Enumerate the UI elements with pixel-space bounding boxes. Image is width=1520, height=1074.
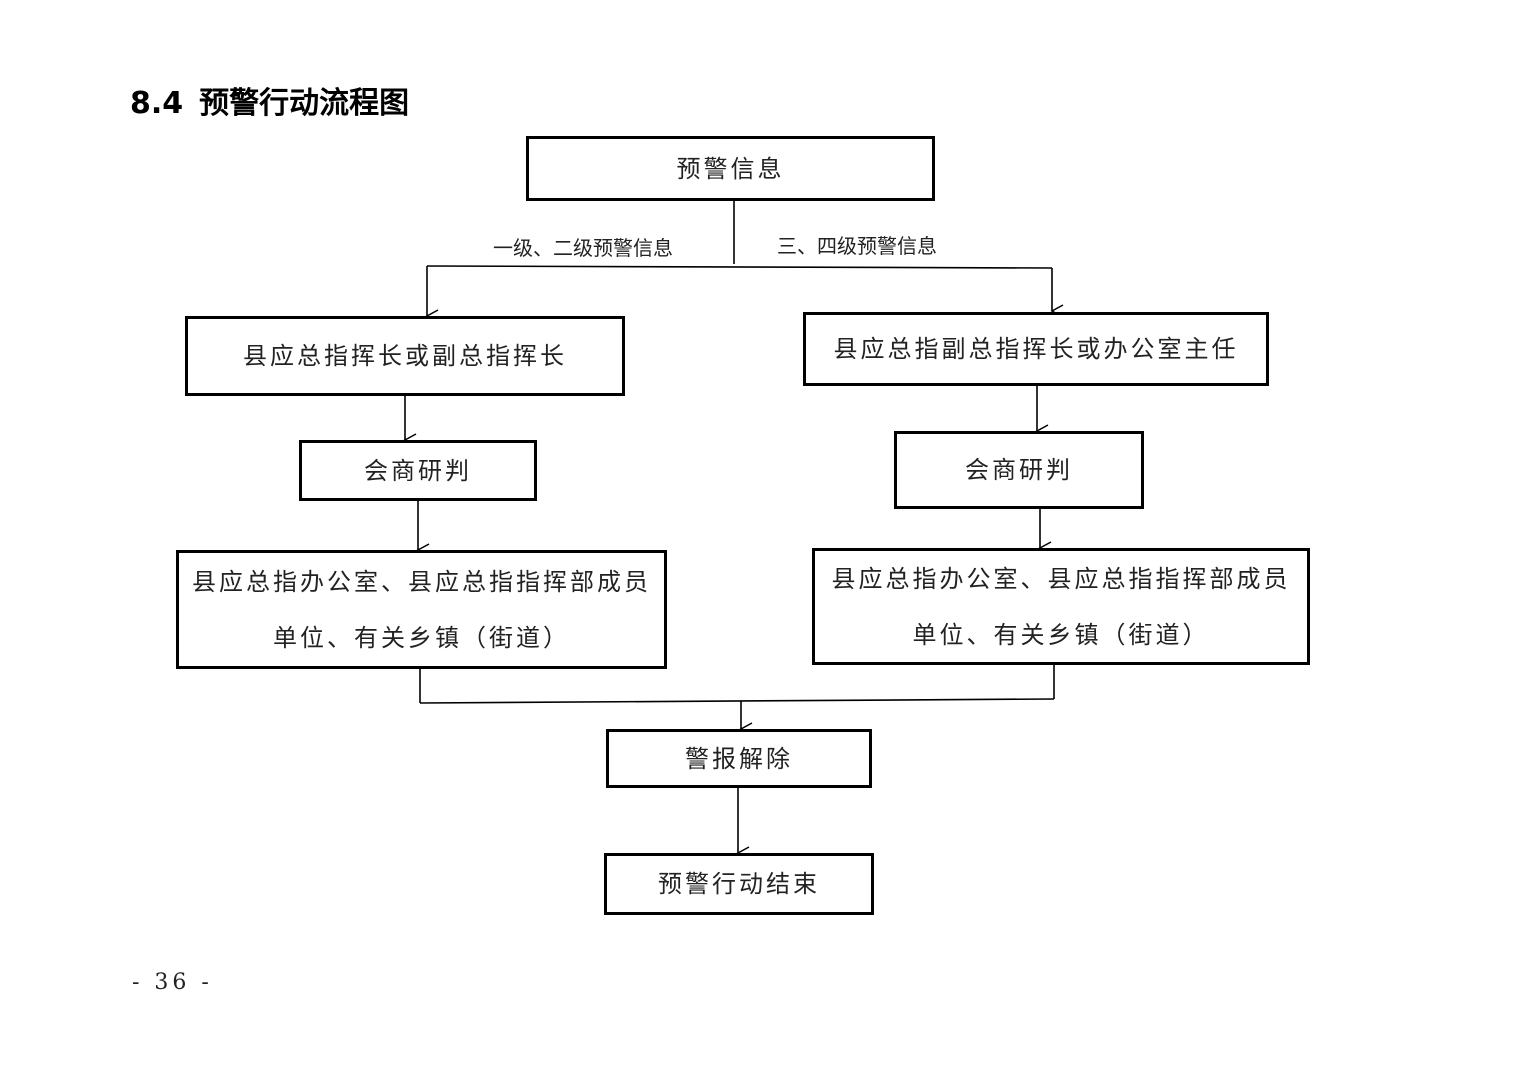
node-right-consult: 会商研判 — [894, 431, 1144, 509]
section-title-text: 预警行动流程图 — [199, 86, 410, 121]
node-left-consult: 会商研判 — [299, 440, 537, 501]
node-warning-info-label: 预警信息 — [676, 154, 785, 183]
edge-label-left-branch: 一级、二级预警信息 — [493, 236, 673, 260]
node-left-commander: 县应总指挥长或副总指挥长 — [185, 316, 625, 396]
node-alarm-release-label: 警报解除 — [685, 744, 793, 773]
section-number: 8.4 — [130, 86, 184, 121]
node-right-units-line1: 县应总指办公室、县应总指指挥部成员 — [831, 564, 1291, 593]
node-right-consult-label: 会商研判 — [965, 456, 1073, 484]
node-right-commander-label: 县应总指副总指挥长或办公室主任 — [833, 335, 1239, 363]
edge-label-right-branch: 三、四级预警信息 — [777, 234, 937, 258]
node-warning-info: 预警信息 — [526, 136, 935, 201]
node-left-units: 县应总指办公室、县应总指指挥部成员 单位、有关乡镇（街道） — [176, 550, 667, 669]
node-right-units: 县应总指办公室、县应总指指挥部成员 单位、有关乡镇（街道） — [812, 548, 1310, 665]
node-right-units-line2: 单位、有关乡镇（街道） — [912, 620, 1210, 649]
edge-merge — [419, 698, 1055, 704]
node-left-consult-label: 会商研判 — [364, 456, 472, 485]
node-left-units-line2: 单位、有关乡镇（街道） — [273, 623, 570, 652]
node-right-commander: 县应总指副总指挥长或办公室主任 — [803, 312, 1269, 386]
page-number: - 36 - — [132, 970, 213, 995]
node-left-commander-label: 县应总指挥长或副总指挥长 — [243, 342, 567, 370]
node-alarm-release: 警报解除 — [606, 729, 872, 788]
node-left-units-line1: 县应总指办公室、县应总指指挥部成员 — [192, 567, 651, 596]
node-action-end-label: 预警行动结束 — [658, 870, 820, 898]
edge-split — [426, 265, 1053, 269]
node-action-end: 预警行动结束 — [604, 853, 874, 915]
section-title: 8.4 预警行动流程图 — [130, 78, 409, 122]
